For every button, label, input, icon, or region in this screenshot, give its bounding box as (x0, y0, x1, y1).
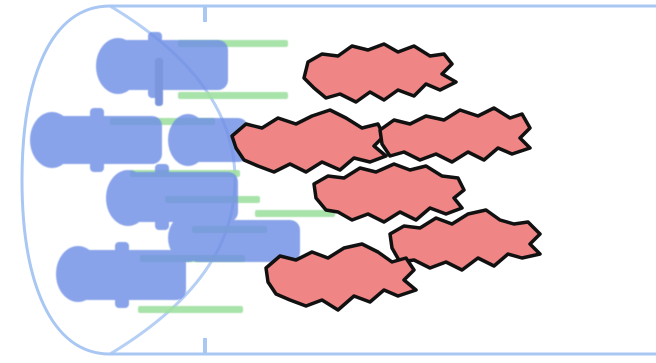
cloud-icon (230, 108, 388, 174)
sprayer-group (30, 32, 300, 308)
cloud-icon (264, 242, 418, 312)
sprayer-icon (168, 114, 248, 166)
sprayer-icon (96, 32, 228, 106)
green-bar (178, 92, 288, 99)
sprayer-icon (56, 242, 186, 308)
cloud-icon (388, 208, 542, 272)
sprayer-icon (106, 164, 238, 230)
green-bar (255, 210, 335, 217)
sprayer-icon (168, 214, 300, 262)
cloud-icon (302, 42, 458, 104)
cloud-icon (378, 106, 532, 164)
cloud-icon (312, 162, 466, 224)
cloud-group (230, 42, 542, 312)
sprayer-icon (30, 108, 162, 172)
green-bar (138, 306, 243, 313)
